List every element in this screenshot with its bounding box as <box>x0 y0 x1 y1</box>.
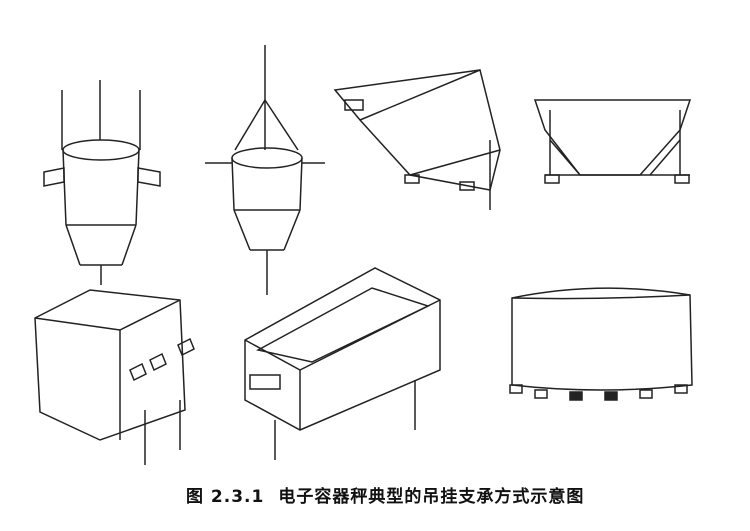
rectangular-tank-end-lugs <box>244 267 441 460</box>
figure-caption: 图 2.3.1 电子容器秤典型的吊挂支承方式示意图 <box>186 482 598 507</box>
figure-caption-text: 电子容器秤典型的吊挂支承方式示意图 <box>278 487 585 507</box>
curved-container-on-supports <box>509 287 693 401</box>
square-box-side-lugs <box>34 289 195 465</box>
cylindrical-hopper-side-lugs <box>43 80 161 285</box>
tilted-hopper <box>333 69 501 210</box>
figure-number: 图 2.3.1 <box>186 487 265 507</box>
hopper-on-frame <box>533 99 692 184</box>
cylindrical-hopper-suspended <box>205 45 325 295</box>
